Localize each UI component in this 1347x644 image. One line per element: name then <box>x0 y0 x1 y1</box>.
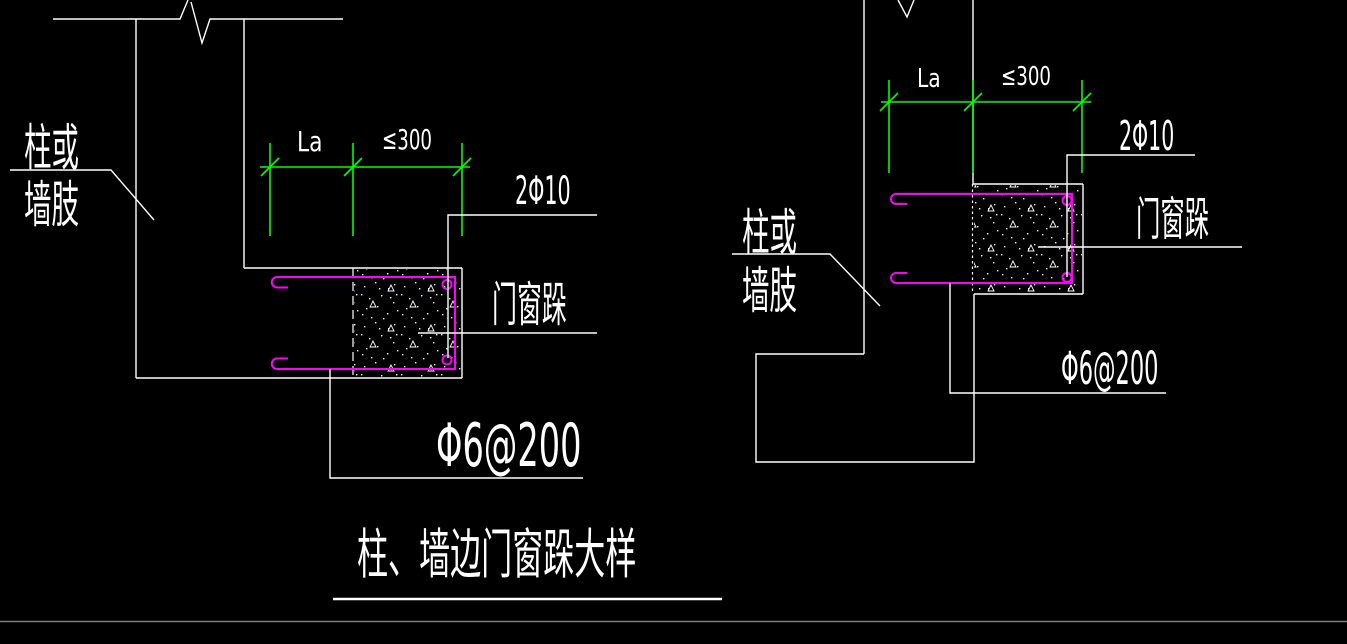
wall-return-outline <box>755 294 975 463</box>
wall-break-symbol <box>897 0 915 19</box>
dimension-tick <box>963 92 983 112</box>
dim-pier-width-label: ≤300 <box>382 123 432 156</box>
dimension-tick <box>879 92 899 112</box>
concrete-hatch <box>354 269 461 377</box>
wall-label-leader <box>10 169 155 221</box>
pier-label: 门窗跺 <box>1136 193 1209 247</box>
dim-pier-width-label: ≤300 <box>1001 62 1051 92</box>
dimension-tick <box>260 157 280 177</box>
wall-label-leader <box>732 253 881 307</box>
pier-label: 门窗跺 <box>492 277 567 333</box>
wall-top-line <box>53 0 343 46</box>
ties-label: Φ6@200 <box>1061 344 1158 396</box>
vertical-bars-leader <box>1066 154 1195 277</box>
dimension-tick <box>1072 92 1092 112</box>
dimension-tick <box>343 157 363 177</box>
vertical-bars-label: 2Φ10 <box>515 169 571 214</box>
wall-label-line2: 墙肢 <box>24 176 79 234</box>
dimension-tick <box>452 157 472 177</box>
drawing-title: 柱、墙边门窗跺大样 <box>357 524 636 587</box>
wall-label-line1: 柱或 <box>742 204 797 262</box>
ties-leader <box>949 283 1166 394</box>
drawing-title-block: 柱、墙边门窗跺大样 <box>333 524 722 601</box>
dim-anchorage-label: La <box>297 125 323 157</box>
vertical-bars-leader <box>447 214 597 358</box>
left-detail-view: 柱或 墙肢 La ≤300 2Φ10 门窗跺 Φ6@200 <box>10 0 597 481</box>
concrete-hatch <box>974 185 1082 293</box>
rebar-tie-stirrup <box>890 193 1073 284</box>
vertical-bars-label: 2Φ10 <box>1119 112 1174 160</box>
rebar-tie-stirrup <box>270 276 456 370</box>
dim-anchorage-label: La <box>917 64 941 94</box>
ties-leader <box>329 369 583 479</box>
ties-label: Φ6@200 <box>436 412 582 481</box>
wall-label-line2: 墙肢 <box>742 262 797 320</box>
wall-label-line1: 柱或 <box>24 119 79 177</box>
right-detail-view: 柱或 墙肢 La ≤300 2Φ10 门窗跺 Φ6@200 <box>732 0 1242 463</box>
rebar-section-dot <box>441 354 453 366</box>
rebar-section-dot <box>441 279 453 290</box>
